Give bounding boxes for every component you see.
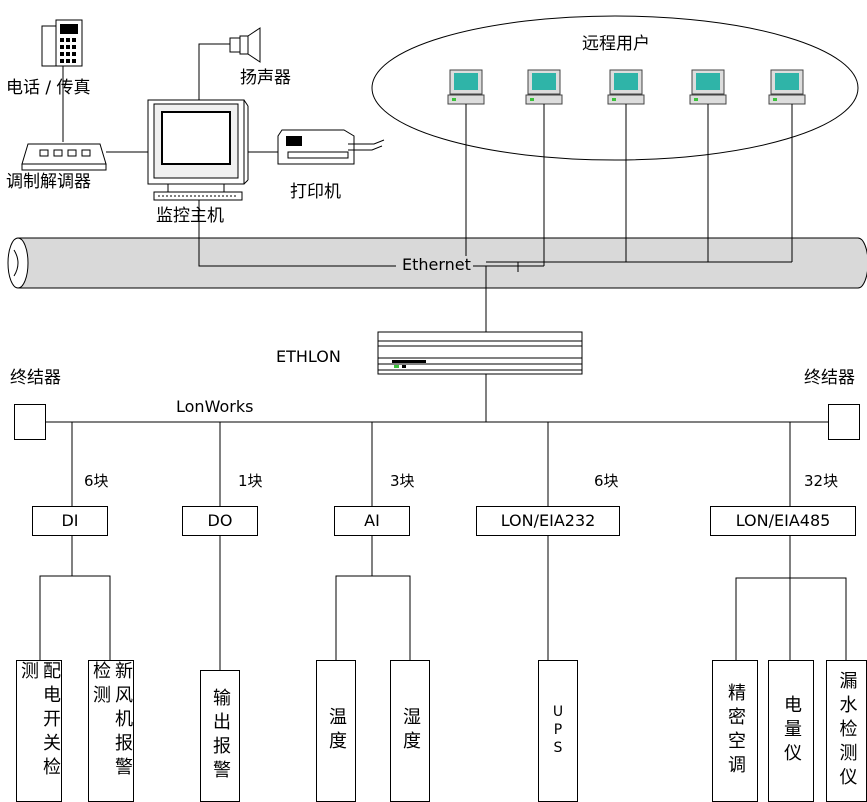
- printer-icon: [277, 129, 385, 165]
- monitor-host-computer: [147, 99, 249, 201]
- remote-computer-icon: [525, 69, 563, 105]
- lonworks-bus: [39, 374, 847, 670]
- printer-label: 打印机: [290, 182, 341, 202]
- device-box: 电量仪: [768, 660, 814, 802]
- module-ai: AI: [334, 506, 410, 536]
- terminator-left: [14, 404, 46, 440]
- modem-icon: [21, 143, 107, 171]
- ethlon-label: ETHLON: [276, 347, 341, 366]
- module-lon-eia485: LON/EIA485: [710, 506, 856, 536]
- device-label: UPS: [550, 704, 566, 758]
- module-count: 1块: [238, 472, 263, 490]
- phone-fax-label: 电话 / 传真: [6, 78, 91, 98]
- top-links: [62, 43, 487, 332]
- module-count: 32块: [804, 472, 839, 490]
- speaker-icon: [229, 27, 261, 63]
- lonworks-label: LonWorks: [176, 397, 254, 416]
- device-box: UPS: [538, 660, 578, 802]
- terminator-right: [828, 404, 860, 440]
- device-label: 电量仪: [781, 695, 802, 767]
- remote-links: [465, 104, 793, 272]
- module-lon-eia232: LON/EIA232: [476, 506, 620, 536]
- monitor-host-label: 监控主机: [156, 206, 224, 226]
- device-label: 湿度: [400, 707, 421, 755]
- device-box: 输出报警: [200, 670, 240, 802]
- phone-fax-icon: [41, 19, 83, 67]
- device-box: 精密空调: [712, 660, 758, 802]
- remote-computer-icon: [607, 69, 645, 105]
- module-count: 6块: [594, 472, 619, 490]
- device-label: 配电开关检测: [18, 661, 61, 781]
- device-box: 湿度: [390, 660, 430, 802]
- speaker-label: 扬声器: [240, 68, 291, 88]
- device-box: 配电开关检测: [16, 660, 62, 802]
- modem-label: 调制解调器: [6, 172, 91, 192]
- module-count: 3块: [390, 472, 415, 490]
- ethlon-device: [377, 331, 583, 375]
- remote-computer-icon: [768, 69, 806, 105]
- device-label: 漏水检测仪: [836, 671, 858, 791]
- remote-computer-icon: [689, 69, 727, 105]
- device-box: 漏水检测仪: [826, 660, 867, 802]
- module-di: DI: [32, 506, 108, 536]
- remote-users-label: 远程用户: [582, 34, 650, 54]
- ethernet-label: Ethernet: [400, 255, 473, 274]
- device-label: 输出报警: [210, 688, 231, 784]
- device-label: 温度: [326, 707, 347, 755]
- remote-computer-icon: [447, 69, 485, 105]
- device-box: 新风机报警检测: [88, 660, 134, 802]
- terminator-left-label: 终结器: [10, 368, 61, 388]
- module-count: 6块: [84, 472, 109, 490]
- device-label: 精密空调: [725, 683, 746, 779]
- device-label: 新风机报警检测: [90, 661, 133, 781]
- terminator-right-label: 终结器: [804, 368, 855, 388]
- device-box: 温度: [316, 660, 356, 802]
- module-do: DO: [182, 506, 258, 536]
- ethernet-backbone: [7, 237, 867, 289]
